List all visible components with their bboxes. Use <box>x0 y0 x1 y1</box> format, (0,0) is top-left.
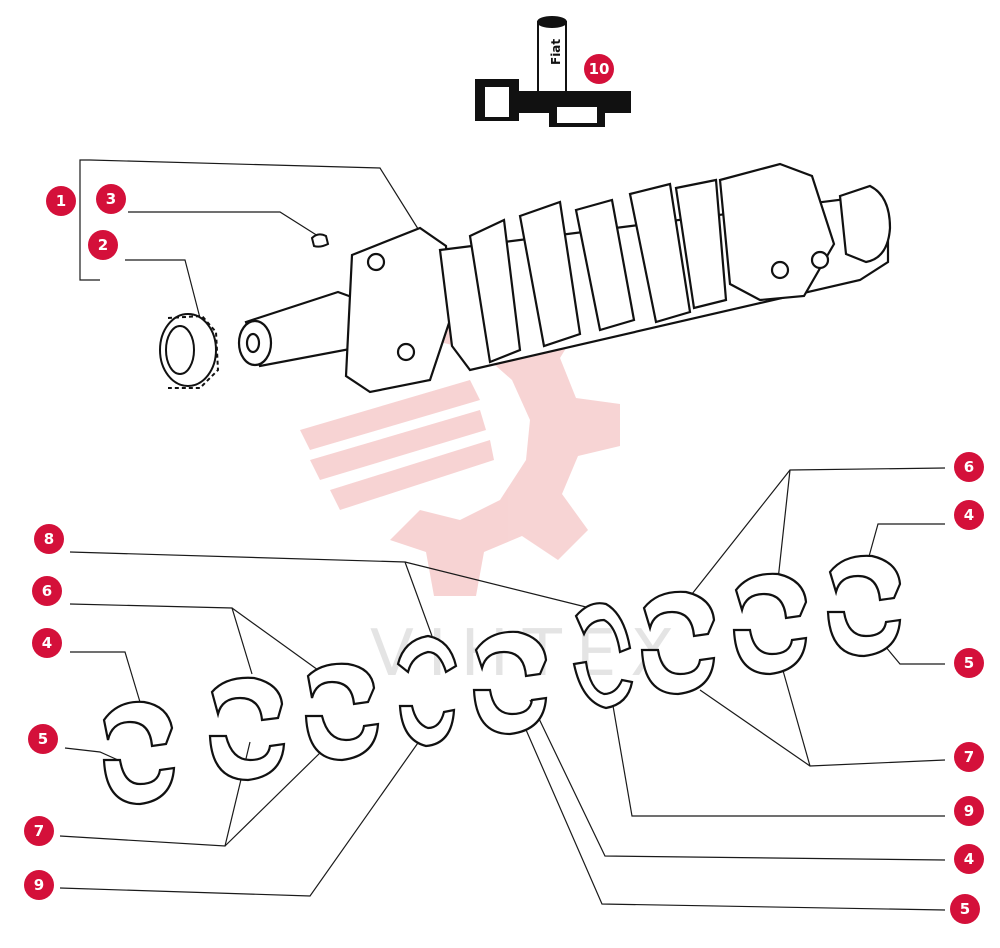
callout-6-right: 6 <box>954 452 984 482</box>
callout-5-right-top: 5 <box>954 648 984 678</box>
callout-1: 1 <box>46 186 76 216</box>
shim-set-illustration <box>475 16 631 127</box>
callout-5-left: 5 <box>28 724 58 754</box>
timing-gear <box>159 313 220 389</box>
callout-4-left: 4 <box>32 628 62 658</box>
thrust-washers <box>396 602 634 748</box>
callout-6-left: 6 <box>32 576 62 606</box>
callout-3: 3 <box>96 184 126 214</box>
callout-4-right-bottom: 4 <box>954 844 984 874</box>
crankshaft <box>237 162 892 394</box>
callout-7-right: 7 <box>954 742 984 772</box>
bearing-shells-left <box>102 662 380 806</box>
callout-9-right: 9 <box>954 796 984 826</box>
brand-mark-pin: Fiat <box>549 39 563 65</box>
callout-9-left: 9 <box>24 870 54 900</box>
callout-2: 2 <box>88 230 118 260</box>
callout-8: 8 <box>34 524 64 554</box>
callout-10: 10 <box>584 54 614 84</box>
callout-4-right-top: 4 <box>954 500 984 530</box>
callout-5-right-bottom: 5 <box>950 894 980 924</box>
callout-7-left: 7 <box>24 816 54 846</box>
bearing-shells-right <box>472 554 902 736</box>
woodruff-key <box>310 233 330 248</box>
